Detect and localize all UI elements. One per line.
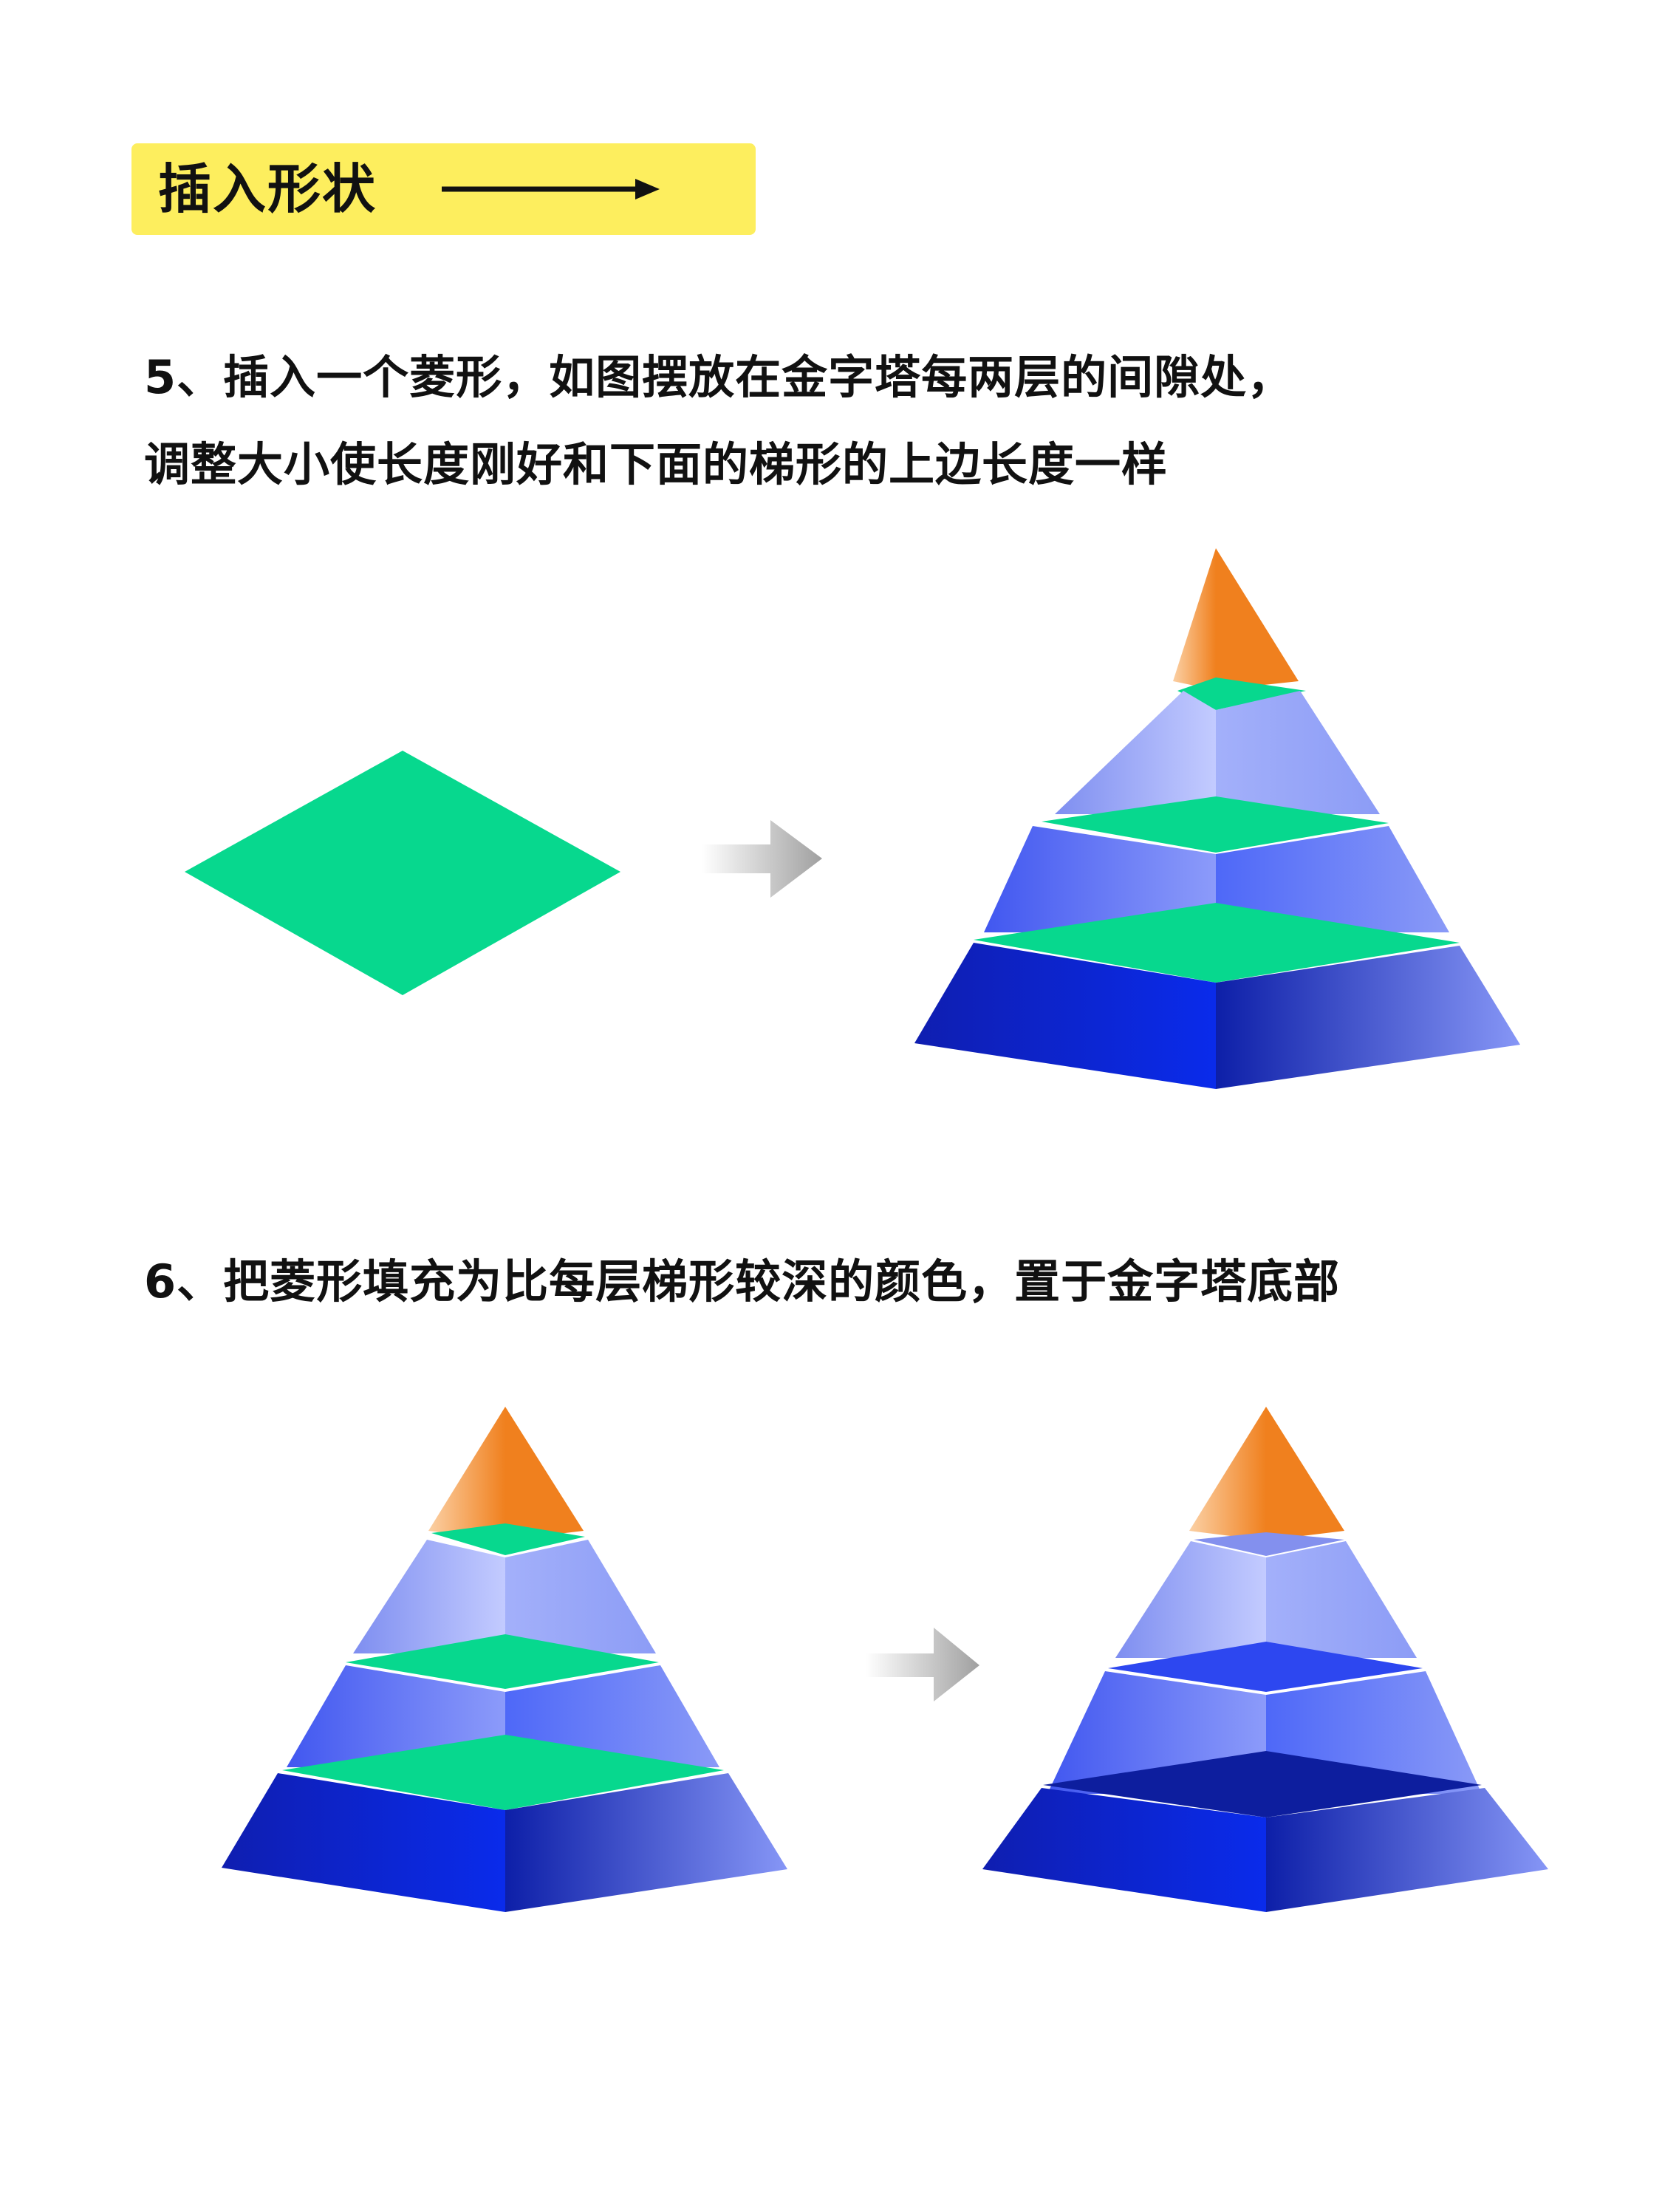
layer1-right	[505, 1540, 656, 1653]
layer3-left	[222, 1773, 505, 1912]
layer2-left	[287, 1665, 505, 1767]
layer3-right	[1216, 946, 1520, 1089]
rhombus-gap-2	[1042, 796, 1389, 853]
section-banner: 插入形状	[131, 143, 756, 235]
layer3-right	[1266, 1788, 1548, 1912]
rhombus-gap-1	[431, 1523, 585, 1555]
arrow-right-icon	[442, 179, 660, 199]
gray-arrow-icon	[702, 820, 822, 898]
section-title: 插入形状	[158, 158, 377, 220]
layer2-right	[505, 1665, 719, 1767]
pyramid-tip-right	[505, 1407, 584, 1540]
pyramid-tip-left	[428, 1407, 505, 1540]
layer2-left	[984, 826, 1216, 932]
gray-arrow-icon	[866, 1628, 979, 1701]
layer1-right	[1266, 1541, 1417, 1658]
pyramid-tip-right	[1266, 1407, 1344, 1540]
pyramid-before	[222, 1407, 787, 1912]
rhombus-gap-3	[974, 903, 1460, 983]
step6-line1: 6、把菱形填充为比每层梯形较深的颜色，置于金字塔底部	[144, 1255, 1341, 1308]
pyramid-tip-left	[1173, 548, 1216, 690]
layer1-right	[1216, 691, 1380, 814]
rhombus-shape	[185, 751, 620, 995]
layer3-left	[914, 943, 1216, 1089]
rhombus-gap-3	[282, 1735, 724, 1810]
rhombus-gap-2	[346, 1634, 659, 1689]
layer1-left	[1115, 1541, 1266, 1658]
layer1-left	[353, 1540, 505, 1653]
step5-line1: 5、插入一个菱形，如图摆放在金字塔每两层的间隙处，	[144, 350, 1294, 404]
rhombus-gap-1	[1177, 677, 1306, 710]
rhombus-dark-2	[1108, 1642, 1423, 1692]
pyramid-tip-right	[1216, 548, 1299, 690]
pyramid-with-rhombus-gaps	[914, 548, 1520, 1089]
layer1-left	[1055, 691, 1216, 814]
rhombus-dark-1	[1194, 1532, 1344, 1556]
pyramid-tip-left	[1189, 1407, 1266, 1540]
rhombus-dark-3	[1043, 1751, 1482, 1817]
pyramid-after	[982, 1407, 1548, 1912]
layer2-right	[1216, 826, 1449, 932]
layer3-left	[982, 1788, 1266, 1912]
step5-line2: 调整大小使长度刚好和下面的梯形的上边长度一样	[144, 437, 1169, 491]
layer3-right	[505, 1773, 787, 1912]
